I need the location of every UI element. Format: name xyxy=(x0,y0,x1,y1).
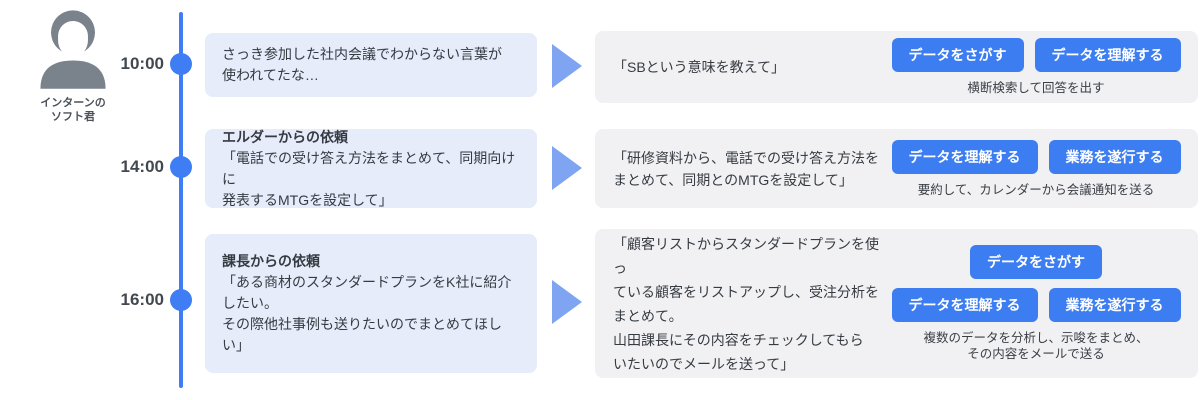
flow-arrow-icon xyxy=(552,44,582,88)
action-caption-line: 要約して、カレンダーから会議通知を送る xyxy=(917,182,1155,197)
request-text: ている顧客をリストアップし、受注分析を xyxy=(613,283,879,300)
request-box-row1: 「SBという意味を教えて」 データをさがす データを理解する 横断検索して回答を… xyxy=(595,31,1198,103)
persona-name-line2: ソフト君 xyxy=(51,111,95,123)
action-caption: 横断検索して回答を出す xyxy=(890,80,1182,96)
request-quote: 「顧客リストからスタンダードプランを使っ ている顧客をリストアップし、受注分析を… xyxy=(595,232,890,376)
request-text: まとめて。 xyxy=(613,307,683,324)
search-data-button[interactable]: データをさがす xyxy=(891,38,1024,72)
request-text: 「研修資料から、電話での受け答え方法を xyxy=(613,149,879,166)
intern-persona: インターンの ソフト君 xyxy=(18,6,128,124)
request-text: 「SBという意味を教えて」 xyxy=(613,59,785,75)
action-caption-line: 横断検索して回答を出す xyxy=(967,81,1105,95)
timeline-dot xyxy=(170,53,192,75)
person-icon xyxy=(40,10,106,89)
scenario-text: 使われてたな… xyxy=(222,67,319,83)
time-label-1000: 10:00 xyxy=(120,54,164,73)
scenario-text: 「ある商材のスタンダードプランをK社に紹介したい。 xyxy=(222,274,512,311)
timeline-dot xyxy=(170,289,192,311)
time-label-1600: 16:00 xyxy=(120,290,164,309)
request-text: まとめて、同期とのMTGを設定して」 xyxy=(613,171,853,188)
scenario-title: 課長からの依頼 xyxy=(222,253,320,269)
scenario-text: さっき参加した社内会議でわからない言葉が xyxy=(222,46,502,62)
execute-task-button[interactable]: 業務を遂行する xyxy=(1048,288,1181,322)
request-text: いたいのでメールを送って」 xyxy=(613,355,795,372)
scenario-text: 「電話での受け答え方法をまとめて、同期向けに xyxy=(222,149,516,187)
request-box-row3: 「顧客リストからスタンダードプランを使っ ている顧客をリストアップし、受注分析を… xyxy=(595,229,1198,378)
scenario-text: その際他社事例も送りたいのでまとめてほしい」 xyxy=(222,316,502,353)
request-text: 山田課長にその内容をチェックしてもら xyxy=(613,331,864,348)
action-caption-line: 複数のデータを分析し、示唆をまとめ、 xyxy=(923,331,1149,345)
request-quote: 「SBという意味を教えて」 xyxy=(595,56,890,78)
action-caption: 複数のデータを分析し、示唆をまとめ、 その内容をメールで送る xyxy=(890,330,1182,362)
scenario-box-row2: エルダーからの依頼 「電話での受け答え方法をまとめて、同期向けに 発表するMTG… xyxy=(205,129,537,208)
actions-row1: データをさがす データを理解する 横断検索して回答を出す xyxy=(890,38,1198,96)
flow-arrow-icon xyxy=(552,280,582,324)
scenario-title: エルダーからの依頼 xyxy=(222,128,348,145)
scenario-box-row3: 課長からの依頼 「ある商材のスタンダードプランをK社に紹介したい。 その際他社事… xyxy=(205,234,537,373)
actions-row3: データをさがす データを理解する 業務を遂行する 複数のデータを分析し、示唆をま… xyxy=(890,245,1198,362)
understand-data-button[interactable]: データを理解する xyxy=(891,288,1038,322)
request-box-row2: 「研修資料から、電話での受け答え方法を まとめて、同期とのMTGを設定して」 デ… xyxy=(595,129,1198,208)
understand-data-button[interactable]: データを理解する xyxy=(1034,38,1181,72)
execute-task-button[interactable]: 業務を遂行する xyxy=(1048,139,1181,174)
time-label-1400: 14:00 xyxy=(120,157,164,176)
scenario-text: 発表するMTGを設定して」 xyxy=(222,191,393,208)
search-data-button[interactable]: データをさがす xyxy=(970,245,1102,279)
persona-name-line1: インターンの xyxy=(40,97,106,109)
timeline-line xyxy=(179,12,183,388)
understand-data-button[interactable]: データを理解する xyxy=(891,139,1038,174)
action-caption-line: その内容をメールで送る xyxy=(967,347,1105,361)
action-caption: 要約して、カレンダーから会議通知を送る xyxy=(890,182,1182,198)
flow-arrow-icon xyxy=(552,146,582,190)
request-text: 「顧客リストからスタンダードプランを使っ xyxy=(613,235,879,276)
request-quote: 「研修資料から、電話での受け答え方法を まとめて、同期とのMTGを設定して」 xyxy=(595,147,890,191)
actions-row2: データを理解する 業務を遂行する 要約して、カレンダーから会議通知を送る xyxy=(890,139,1198,198)
timeline-dot xyxy=(170,156,192,178)
scenario-box-row1: さっき参加した社内会議でわからない言葉が 使われてたな… xyxy=(205,33,537,97)
persona-name: インターンの ソフト君 xyxy=(18,96,128,124)
